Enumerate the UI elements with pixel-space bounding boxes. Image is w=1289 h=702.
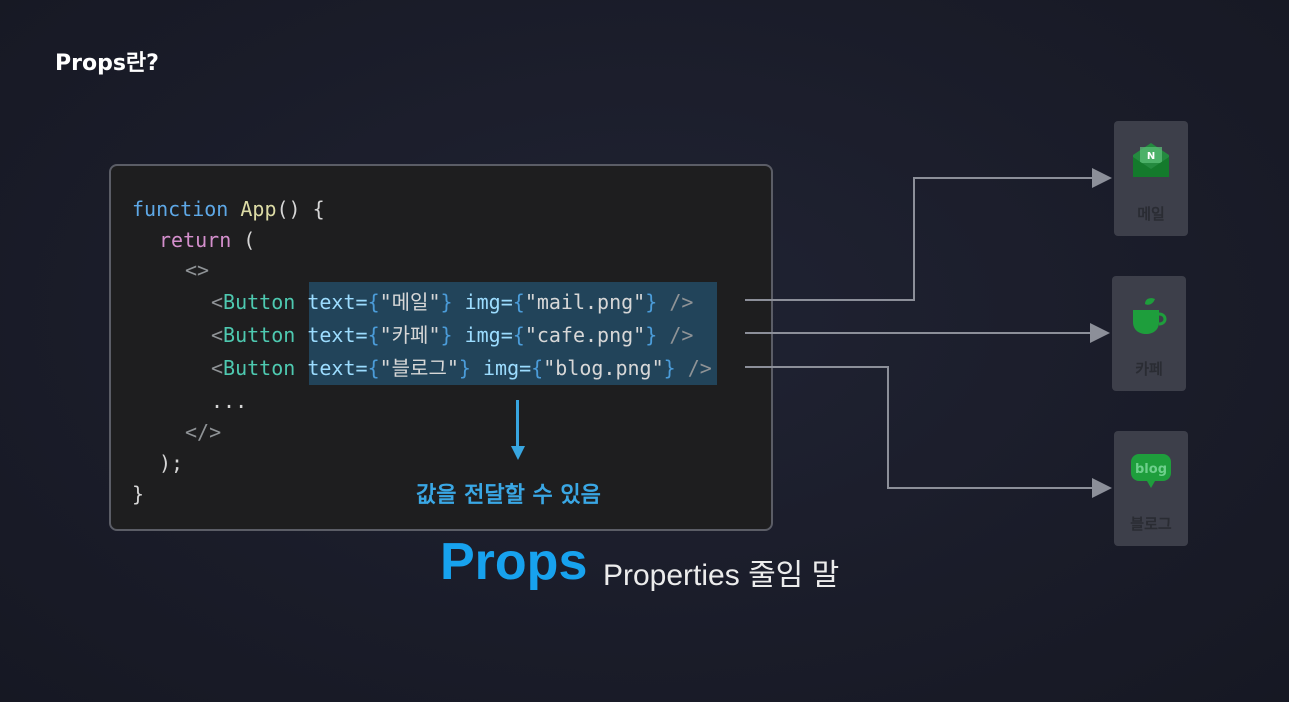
- function-name: App: [240, 197, 277, 221]
- brace: {: [512, 290, 525, 314]
- connector-blog: [745, 366, 1112, 498]
- component-name: Button: [223, 290, 296, 314]
- page-title: Props란?: [55, 51, 159, 76]
- tag-close: />: [657, 290, 694, 314]
- code-line-fragment-open: <>: [185, 258, 210, 282]
- blog-bubble-icon: blog: [1131, 454, 1171, 488]
- code-line-button-mail: <Button text={"메일"} img={"mail.png"} />: [211, 289, 693, 315]
- text-value: "카페": [379, 323, 441, 347]
- app-label-cafe: 카페: [1135, 360, 1163, 378]
- text-value: "블로그": [379, 356, 459, 380]
- attr-text: text=: [307, 356, 368, 380]
- tag-bracket: <: [211, 290, 224, 314]
- props-heading: Props: [440, 533, 588, 591]
- attr-img: img=: [452, 290, 513, 314]
- code-line-fragment-close: </>: [185, 420, 222, 444]
- brace: }: [458, 356, 471, 380]
- props-description: Properties 줄임 말: [603, 559, 840, 592]
- code-line-function: function App() {: [132, 196, 325, 222]
- brace: }: [440, 323, 453, 347]
- down-arrow-icon: [516, 400, 519, 448]
- tag-bracket: <: [211, 323, 224, 347]
- attr-text: text=: [307, 323, 368, 347]
- props-highlight-2: [309, 318, 717, 351]
- naver-mail-icon: N: [1133, 143, 1169, 177]
- component-name: Button: [223, 356, 296, 380]
- tag-close: />: [675, 356, 712, 380]
- return-paren: (: [231, 228, 256, 252]
- img-value: "blog.png": [543, 356, 664, 380]
- code-line-brace-close: }: [132, 482, 145, 506]
- code-line-ellipsis: ...: [211, 389, 248, 413]
- brace: {: [531, 356, 544, 380]
- connector-mail: [745, 168, 1112, 301]
- brace: {: [367, 323, 380, 347]
- cafe-cup-icon: [1133, 298, 1167, 334]
- function-params: () {: [276, 197, 325, 221]
- svg-text:blog: blog: [1135, 462, 1167, 477]
- pass-value-caption: 값을 전달할 수 있음: [416, 483, 601, 508]
- app-label-blog: 블로그: [1130, 515, 1172, 533]
- keyword-function: function: [132, 197, 229, 221]
- props-highlight-3: [309, 351, 717, 385]
- code-line-button-blog: <Button text={"블로그"} img={"blog.png"} />: [211, 355, 712, 381]
- app-button-cafe[interactable]: 카페: [1112, 276, 1186, 391]
- brace: }: [440, 290, 453, 314]
- attr-img: img=: [470, 356, 532, 380]
- app-label-mail: 메일: [1137, 205, 1165, 223]
- app-button-mail[interactable]: N 메일: [1114, 121, 1188, 236]
- component-name: Button: [223, 323, 296, 347]
- img-value: "cafe.png": [524, 323, 646, 347]
- text-value: "메일": [379, 290, 441, 314]
- tag-close: />: [657, 323, 694, 347]
- brace: }: [645, 323, 658, 347]
- code-line-return: return (: [159, 227, 255, 253]
- brace: {: [367, 290, 380, 314]
- brace: {: [367, 356, 380, 380]
- attr-text: text=: [307, 290, 368, 314]
- code-line-button-cafe: <Button text={"카페"} img={"cafe.png"} />: [211, 322, 693, 348]
- app-button-blog[interactable]: blog 블로그: [1114, 431, 1188, 546]
- brace: }: [663, 356, 676, 380]
- img-value: "mail.png": [524, 290, 646, 314]
- keyword-return: return: [159, 228, 232, 252]
- attr-img: img=: [452, 323, 513, 347]
- tag-bracket: <: [211, 356, 224, 380]
- brace: }: [645, 290, 658, 314]
- down-arrow-head-icon: [511, 446, 525, 460]
- svg-text:N: N: [1147, 151, 1155, 162]
- brace: {: [512, 323, 525, 347]
- code-line-paren-close: );: [159, 451, 184, 475]
- props-highlight-1: [309, 282, 717, 318]
